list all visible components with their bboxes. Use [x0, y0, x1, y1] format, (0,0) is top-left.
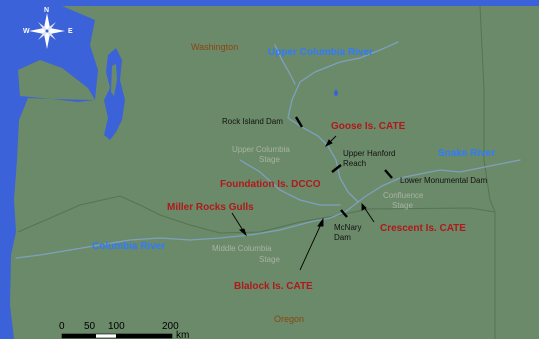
compass-diag [38, 22, 47, 31]
state-boundaries [17, 5, 496, 339]
stage-label-confluence-line1: Confluence [383, 191, 424, 200]
upper-columbia-river-line [287, 41, 399, 203]
colony-label-miller: Miller Rocks Gulls [167, 202, 254, 213]
reach-label-line2: Reach [343, 159, 367, 168]
state-label-washington: Washington [191, 42, 239, 52]
scale-unit: km [176, 330, 190, 341]
coast-detail [18, 60, 95, 100]
goose-pointer-head [324, 139, 333, 148]
dam-label-rock-island: Rock Island Dam [222, 117, 283, 126]
colony-label-goose: Goose Is. CATE [331, 121, 406, 132]
pointer-lines [231, 135, 375, 271]
upper-columbia-tributary [274, 44, 296, 85]
compass-west-point [29, 28, 47, 34]
stage-label-middle-line1: Middle Columbia [212, 244, 272, 253]
snake-river-line [357, 159, 521, 203]
crescent-pointer-head [361, 202, 367, 211]
rock-island-dam-marker [294, 116, 304, 128]
colony-label-blalock: Blalock Is. CATE [234, 281, 313, 292]
reach-label-line1: Upper Hanford [343, 149, 396, 158]
lower-monumental-dam-marker [384, 169, 393, 179]
stage-label-upper-line2: Stage [259, 155, 280, 164]
wa-or-border [17, 195, 496, 234]
scale-tick-200: 200 [162, 321, 179, 332]
dam-markers [294, 116, 393, 218]
puget-sound [104, 48, 125, 140]
rivers [15, 41, 521, 259]
dam-label-mcnary-line1: McNary [334, 223, 362, 232]
scale-tick-50: 50 [84, 321, 96, 332]
stage-label-upper-line1: Upper Columbia [232, 145, 290, 154]
dam-label-mcnary-line2: Dam [334, 233, 351, 242]
compass-south-point [44, 31, 50, 49]
scale-tick-100: 100 [108, 321, 125, 332]
compass-diag [38, 31, 47, 40]
miller-pointer-head [239, 228, 247, 237]
colony-label-crescent: Crescent Is. CATE [380, 223, 466, 234]
island [111, 64, 117, 96]
compass-diag [47, 31, 56, 40]
stage-label-confluence-line2: Stage [392, 201, 413, 210]
compass-diag [47, 22, 56, 31]
scale-segment [62, 334, 96, 338]
scale-bar [61, 333, 173, 339]
scale-tick-0: 0 [59, 321, 65, 332]
scale-frame [61, 333, 173, 339]
stage-label-middle-line2: Stage [259, 255, 280, 264]
miller-pointer [231, 212, 245, 233]
state-label-oregon: Oregon [274, 314, 305, 324]
mcnary-dam-marker [340, 209, 348, 218]
small-lake [334, 90, 338, 96]
columbia-river-line [15, 201, 359, 259]
compass-center [45, 29, 49, 33]
scale-segment [116, 334, 172, 338]
blalock-pointer-head [317, 217, 324, 227]
land-mass [10, 6, 539, 339]
river-label-upper-columbia: Upper Columbia River [268, 47, 374, 58]
compass-west-label: W [23, 28, 30, 35]
yakima-river-line [239, 159, 341, 206]
river-label-snake: Snake River [438, 148, 496, 159]
colony-label-foundation: Foundation Is. DCCO [220, 179, 321, 190]
compass-rose-icon [29, 13, 65, 49]
dam-label-lower-monumental: Lower Monumental Dam [400, 176, 488, 185]
compass-east-label: E [68, 28, 73, 35]
scale-segment [96, 334, 116, 338]
compass-north-label: N [44, 7, 50, 14]
river-label-columbia: Columbia River [92, 241, 166, 252]
wa-id-border [479, 5, 496, 213]
compass-east-point [47, 28, 65, 34]
upper-hanford-marker [331, 164, 342, 173]
compass-north-point [44, 13, 50, 31]
blalock-pointer [299, 221, 323, 271]
crescent-pointer [363, 206, 375, 223]
